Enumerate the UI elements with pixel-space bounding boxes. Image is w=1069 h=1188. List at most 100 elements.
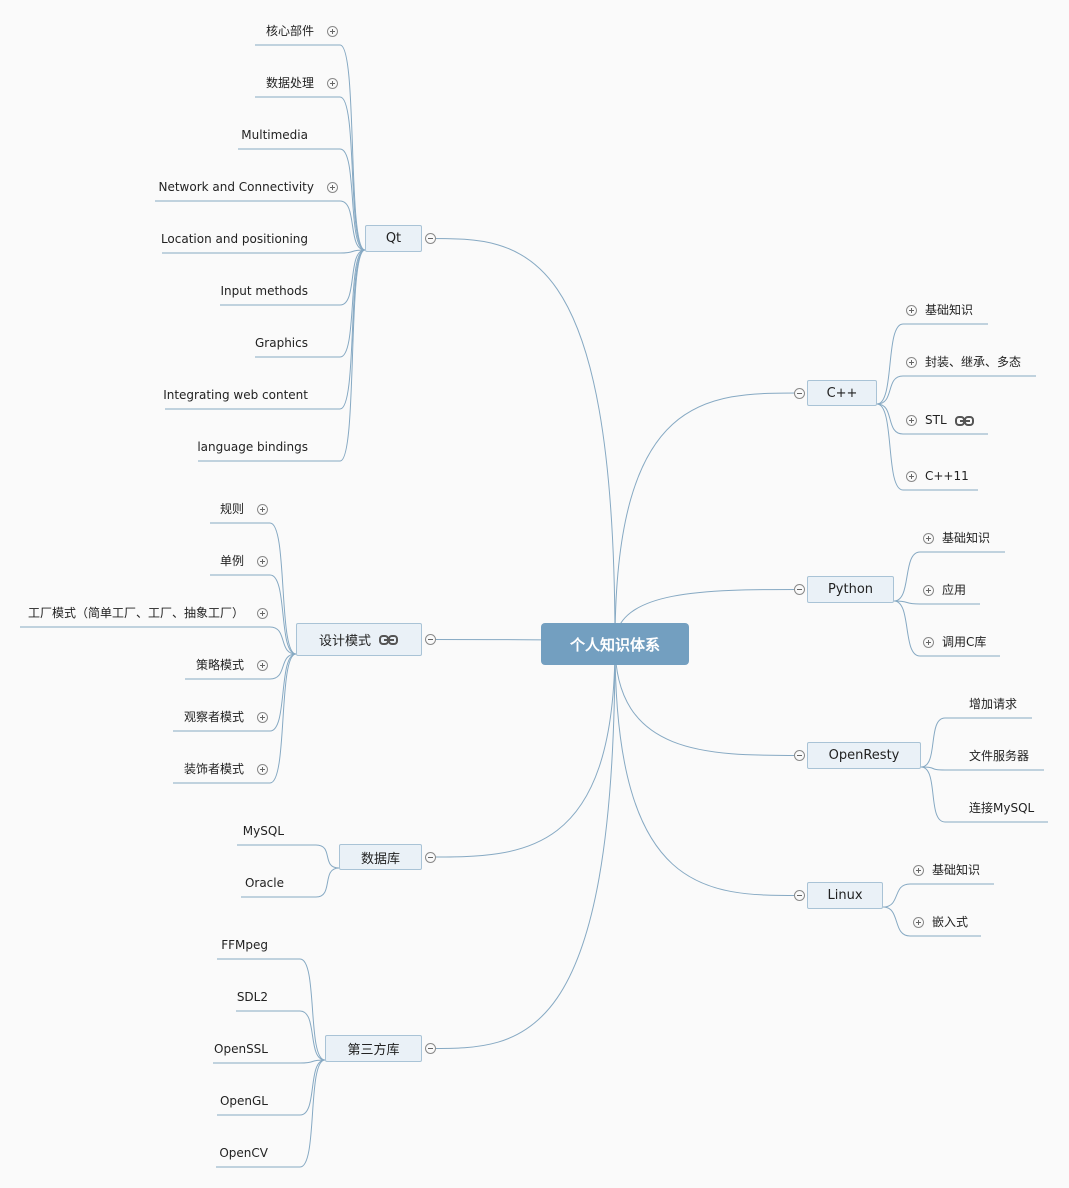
collapse-icon[interactable]	[793, 584, 805, 595]
leaf-cpp-3[interactable]: C++11	[925, 468, 969, 484]
expand-icon[interactable]	[256, 711, 268, 723]
root-topic[interactable]: 个人知识体系	[541, 623, 689, 665]
leaf-qt-6[interactable]: Graphics	[255, 335, 308, 351]
leaf-openresty-2[interactable]: 连接MySQL	[969, 800, 1034, 816]
collapse-icon[interactable]	[793, 750, 805, 761]
leaf-connector	[882, 906, 911, 937]
leaf-qt-7[interactable]: Integrating web content	[163, 387, 308, 403]
leaf-connector	[339, 96, 366, 251]
link-icon[interactable]	[379, 634, 399, 645]
leaf-third-4[interactable]: OpenCV	[219, 1145, 268, 1161]
leaf-label: MySQL	[242, 824, 284, 838]
branch-third[interactable]: 第三方库	[325, 1035, 422, 1062]
leaf-qt-4[interactable]: Location and positioning	[161, 231, 308, 247]
leaf-cpp-0[interactable]: 基础知识	[925, 302, 973, 318]
leaf-design-2[interactable]: 工厂模式（简单工厂、工厂、抽象工厂）	[28, 605, 244, 621]
leaf-label: 基础知识	[932, 863, 981, 877]
leaf-connector	[299, 1059, 326, 1168]
leaf-db-0[interactable]: MySQL	[243, 823, 284, 839]
leaf-third-1[interactable]: SDL2	[237, 989, 268, 1005]
link-icon[interactable]	[954, 415, 975, 426]
connector-cpp	[614, 392, 800, 645]
leaf-design-0[interactable]: 规则	[220, 501, 244, 517]
collapse-icon[interactable]	[424, 1043, 436, 1054]
leaf-qt-0[interactable]: 核心部件	[266, 23, 314, 39]
leaf-python-2[interactable]: 调用C库	[942, 634, 986, 650]
leaf-label: OpenCV	[219, 1146, 268, 1160]
leaf-cpp-2[interactable]: STL	[925, 412, 975, 428]
leaf-label: 文件服务器	[969, 749, 1030, 763]
branch-db[interactable]: 数据库	[339, 844, 422, 870]
expand-icon[interactable]	[922, 584, 934, 596]
leaf-linux-0[interactable]: 基础知识	[932, 862, 980, 878]
collapse-icon[interactable]	[424, 851, 436, 863]
leaf-connector	[315, 867, 340, 898]
connector-third	[429, 643, 616, 1049]
expand-icon[interactable]	[905, 356, 917, 368]
leaf-label: 嵌入式	[932, 915, 969, 929]
leaf-third-0[interactable]: FFMpeg	[221, 937, 268, 953]
leaf-db-1[interactable]: Oracle	[245, 875, 284, 891]
leaf-linux-1[interactable]: 嵌入式	[932, 914, 968, 930]
branch-linux[interactable]: Linux	[807, 882, 883, 909]
leaf-design-3[interactable]: 策略模式	[196, 657, 244, 673]
expand-icon[interactable]	[922, 636, 934, 648]
branch-label: OpenResty	[828, 748, 900, 763]
leaf-qt-2[interactable]: Multimedia	[241, 127, 308, 143]
leaf-label: Integrating web content	[163, 388, 308, 402]
leaf-label: 调用C库	[942, 635, 987, 649]
branch-qt[interactable]: Qt	[365, 225, 422, 252]
expand-icon[interactable]	[256, 555, 268, 567]
leaf-design-5[interactable]: 装饰者模式	[184, 761, 244, 777]
leaf-qt-5[interactable]: Input methods	[221, 283, 308, 299]
branch-python[interactable]: Python	[807, 576, 894, 603]
expand-icon[interactable]	[922, 532, 934, 544]
leaf-connector	[893, 551, 921, 602]
leaf-third-3[interactable]: OpenGL	[220, 1093, 268, 1109]
expand-icon[interactable]	[326, 181, 338, 193]
leaf-label: language bindings	[197, 440, 308, 454]
leaf-cpp-1[interactable]: 封装、继承、多态	[925, 354, 1021, 370]
branch-cpp[interactable]: C++	[807, 380, 877, 406]
branch-design[interactable]: 设计模式	[296, 623, 422, 656]
leaf-connector	[269, 653, 297, 732]
collapse-icon[interactable]	[793, 890, 805, 901]
expand-icon[interactable]	[256, 763, 268, 775]
expand-icon[interactable]	[256, 659, 268, 671]
leaf-connector	[339, 249, 366, 358]
expand-icon[interactable]	[256, 607, 268, 619]
expand-icon[interactable]	[912, 916, 924, 928]
leaf-python-0[interactable]: 基础知识	[942, 530, 990, 546]
leaf-python-1[interactable]: 应用	[942, 582, 966, 598]
leaf-qt-1[interactable]: 数据处理	[266, 75, 314, 91]
leaf-qt-3[interactable]: Network and Connectivity	[158, 179, 314, 195]
leaf-design-1[interactable]: 单例	[220, 553, 244, 569]
leaf-qt-8[interactable]: language bindings	[197, 439, 308, 455]
leaf-label: 封装、继承、多态	[925, 355, 1022, 369]
branch-label: Qt	[385, 231, 402, 246]
expand-icon[interactable]	[905, 414, 917, 426]
branch-openresty[interactable]: OpenResty	[807, 742, 921, 769]
expand-icon[interactable]	[326, 25, 338, 37]
collapse-icon[interactable]	[793, 387, 805, 399]
leaf-connector	[339, 200, 366, 251]
leaf-connector	[269, 626, 297, 655]
expand-icon[interactable]	[905, 470, 917, 482]
leaf-openresty-1[interactable]: 文件服务器	[969, 748, 1029, 764]
leaf-label: 规则	[219, 502, 244, 516]
leaf-openresty-0[interactable]: 增加请求	[969, 696, 1017, 712]
expand-icon[interactable]	[256, 503, 268, 515]
expand-icon[interactable]	[905, 304, 917, 316]
leaf-connector	[269, 653, 297, 784]
expand-icon[interactable]	[912, 864, 924, 876]
leaf-connector	[920, 766, 946, 771]
leaf-design-4[interactable]: 观察者模式	[184, 709, 244, 725]
collapse-icon[interactable]	[424, 634, 436, 645]
leaf-label: 应用	[942, 583, 967, 597]
leaf-label: 单例	[219, 554, 244, 568]
expand-icon[interactable]	[326, 77, 338, 89]
collapse-icon[interactable]	[424, 233, 436, 244]
leaf-third-2[interactable]: OpenSSL	[214, 1041, 268, 1057]
